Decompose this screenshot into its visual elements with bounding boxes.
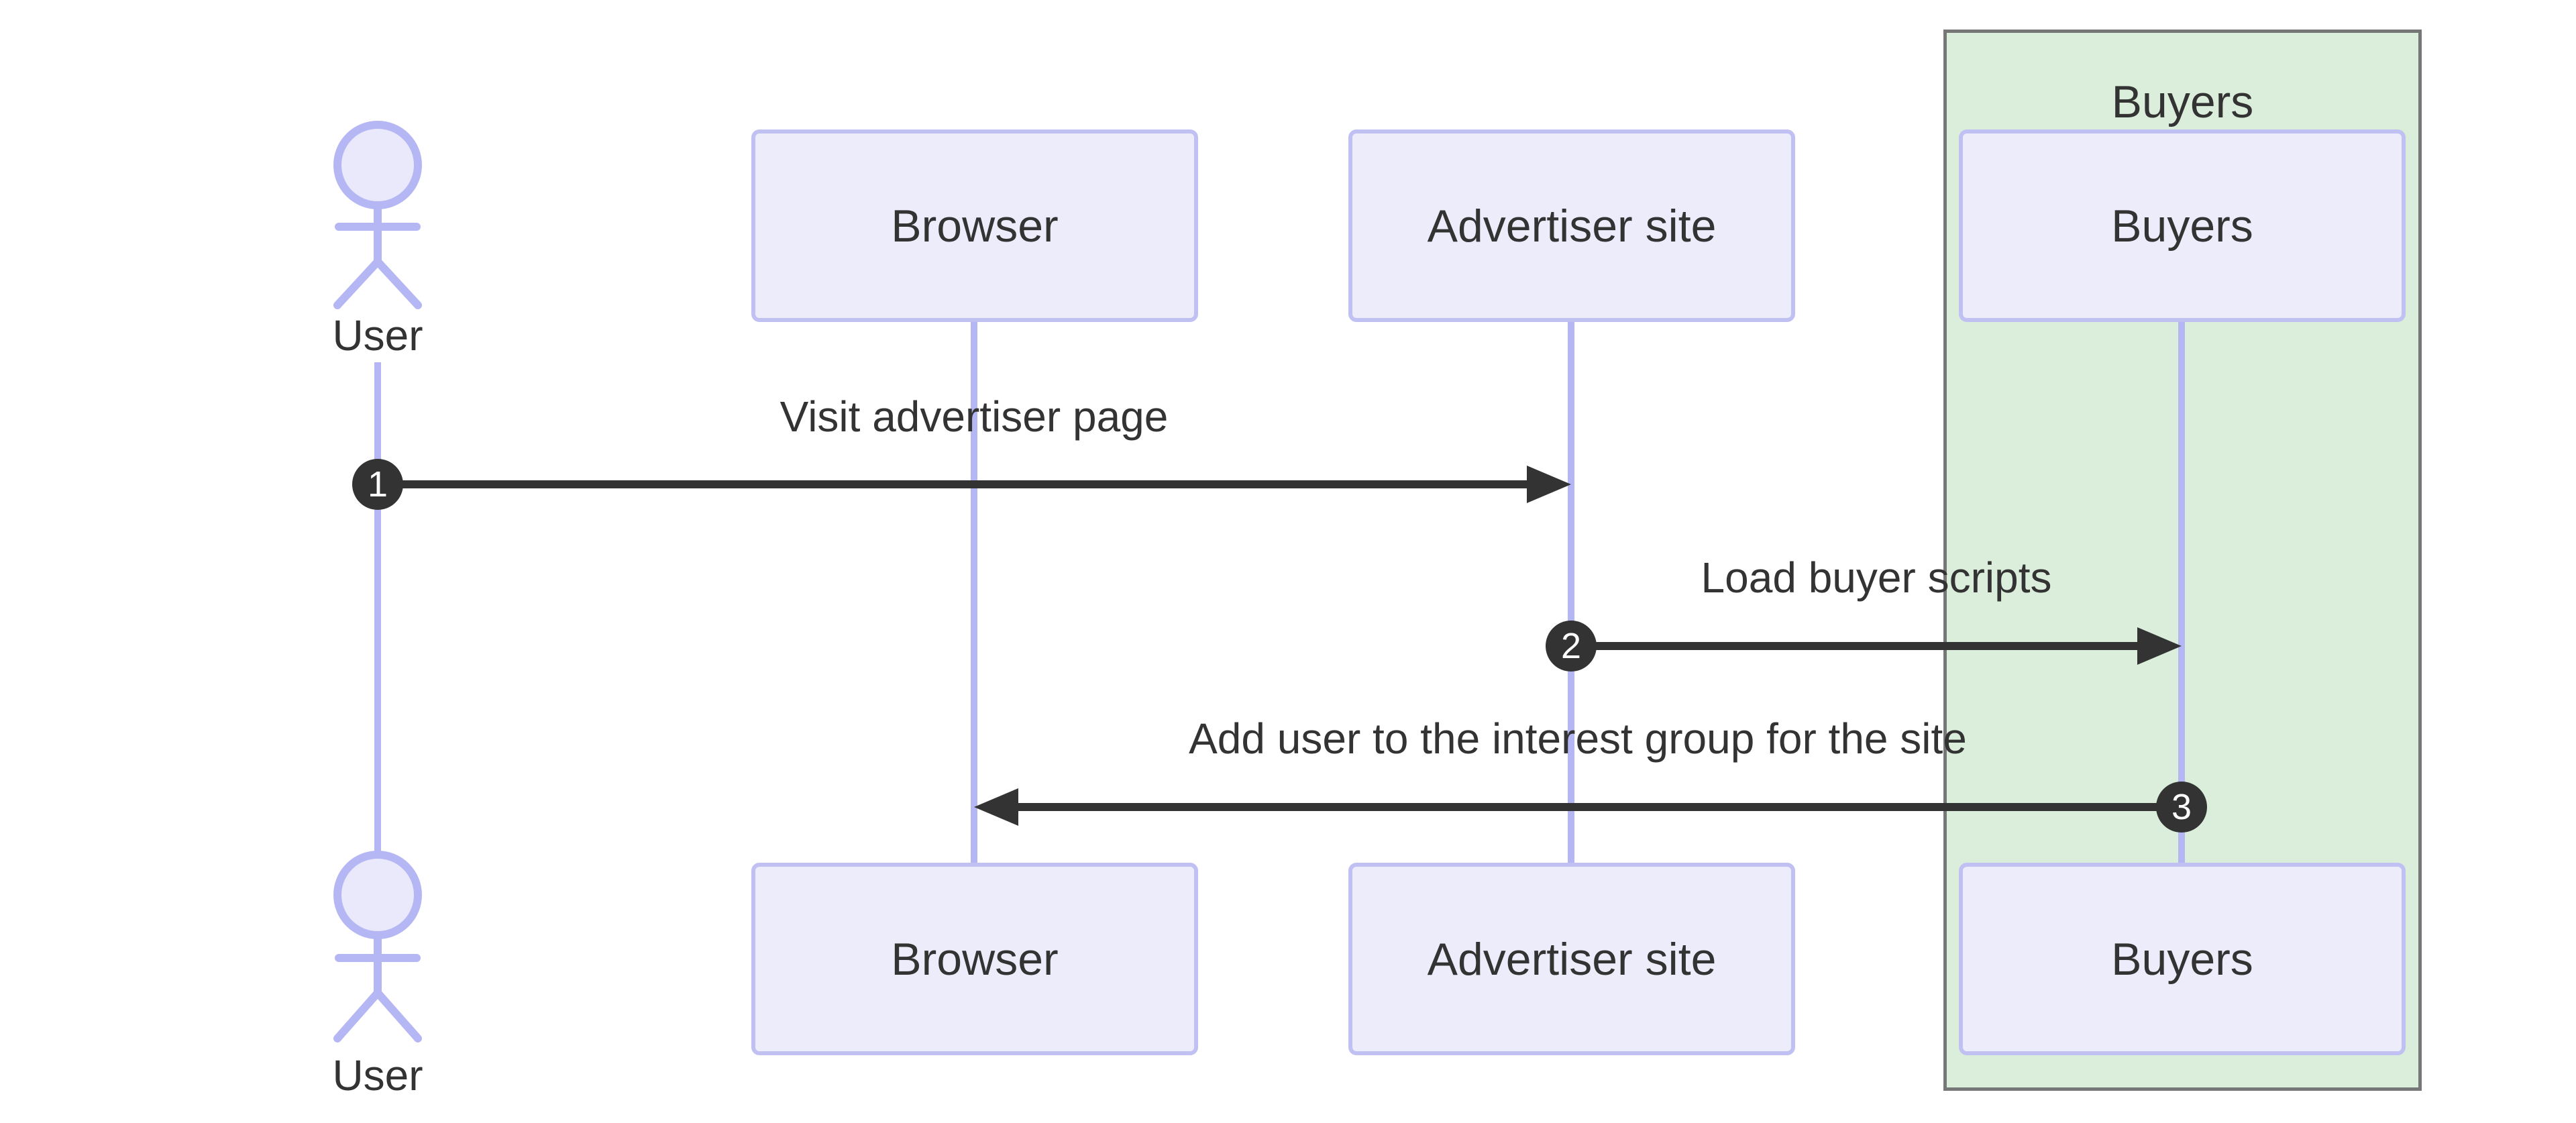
actor-label-user-bottom: User	[332, 1051, 423, 1100]
user-actor-icon-top	[333, 121, 422, 309]
message-2-label: Load buyer scripts	[1701, 553, 2052, 602]
message-1-arrowhead	[1527, 466, 1571, 503]
buyers-group-label: Buyers	[2111, 76, 2254, 127]
participant-buyers-bottom-label: Buyers	[2111, 933, 2253, 985]
sequence-number-badge-3: 3	[2156, 782, 2207, 833]
participant-browser-top-label: Browser	[891, 200, 1059, 252]
sequence-number-badge-2: 2	[1546, 621, 1597, 672]
participant-buyers-top-label: Buyers	[2111, 200, 2253, 252]
sequence-number-badge-1: 1	[352, 459, 403, 510]
participant-buyers-bottom: Buyers	[1959, 863, 2406, 1055]
message-1-label: Visit advertiser page	[780, 392, 1169, 441]
user-actor-icon-bottom	[333, 851, 422, 1042]
participant-advertiser-site-bottom-label: Advertiser site	[1427, 933, 1717, 985]
participant-advertiser-site-bottom: Advertiser site	[1348, 863, 1795, 1055]
participant-browser-bottom-label: Browser	[891, 933, 1059, 985]
participant-browser-bottom: Browser	[751, 863, 1198, 1055]
participant-buyers-top: Buyers	[1959, 129, 2406, 322]
message-3-label: Add user to the interest group for the s…	[1189, 714, 1967, 763]
participant-advertiser-site-top-label: Advertiser site	[1427, 200, 1717, 252]
actor-label-user-top: User	[332, 311, 423, 360]
message-3-arrowhead	[974, 788, 1018, 826]
participant-browser-top: Browser	[751, 129, 1198, 322]
participant-advertiser-site-top: Advertiser site	[1348, 129, 1795, 322]
